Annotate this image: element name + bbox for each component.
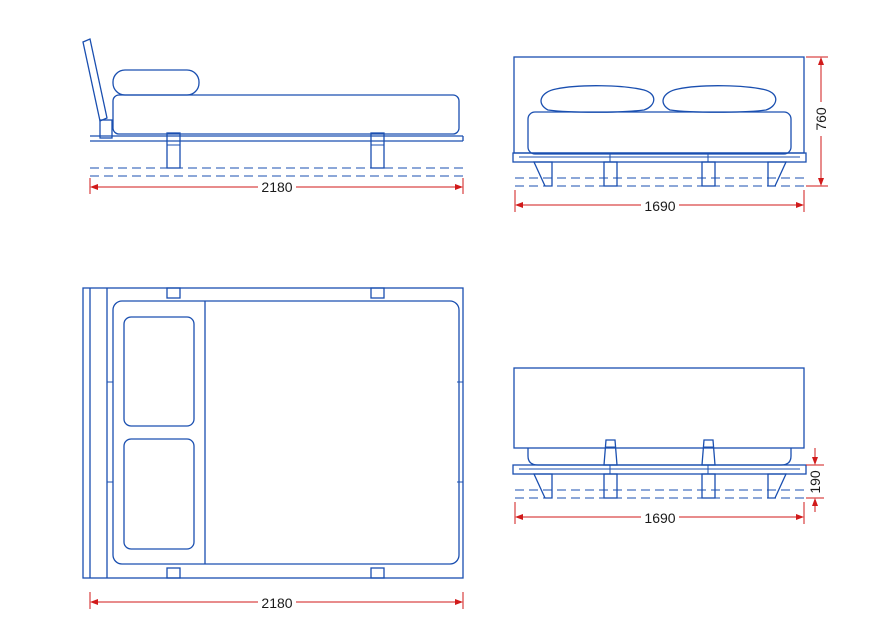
back-platform: [512, 464, 807, 475]
plan-length-dimension: 2180: [89, 592, 464, 611]
side-leg-left: [166, 132, 181, 169]
back-mattress-block: [513, 367, 805, 449]
plan-leg-bottom-left: [166, 567, 181, 579]
front-support-left: [532, 161, 553, 187]
front-platform: [512, 152, 807, 163]
back-width-dimension: 1690: [514, 502, 805, 526]
back-elevation-view: 1690 190: [512, 367, 824, 526]
front-width-dimension: 1690: [514, 190, 805, 214]
front-height-dimension: 760: [806, 56, 829, 187]
plan-view: 2180: [82, 287, 464, 611]
back-width-label: 1690: [644, 510, 675, 526]
front-mattress: [527, 111, 792, 155]
front-leg-middle-right: [701, 161, 716, 187]
back-support-left: [532, 473, 553, 499]
side-leg-right: [370, 132, 385, 169]
plan-leg-bottom-right: [370, 567, 385, 579]
side-pillow: [112, 69, 200, 96]
side-mattress: [112, 94, 460, 135]
front-height-label: 760: [813, 107, 829, 131]
back-leg-middle-right: [701, 473, 716, 499]
front-support-right: [767, 161, 788, 187]
plan-length-label: 2180: [261, 595, 292, 611]
plan-frame-outline: [82, 287, 464, 579]
plan-mattress: [112, 300, 460, 565]
side-headboard-bracket: [99, 119, 113, 139]
plan-pillow-top: [123, 316, 195, 427]
front-elevation-view: 1690 760: [512, 56, 829, 214]
side-elevation-view: 2180: [82, 38, 464, 195]
side-headboard: [82, 38, 108, 122]
back-height-dimension: 190: [806, 448, 824, 512]
front-pillow-left: [540, 85, 655, 113]
plan-leg-top-left: [166, 287, 181, 299]
plan-pillow-bottom: [123, 438, 195, 550]
back-connector-left: [603, 439, 618, 466]
front-width-label: 1690: [644, 198, 675, 214]
back-height-label: 190: [807, 470, 823, 494]
front-pillow-right: [662, 85, 777, 113]
back-leg-middle-left: [603, 473, 618, 499]
side-length-label: 2180: [261, 179, 292, 195]
plan-leg-top-right: [370, 287, 385, 299]
back-support-right: [767, 473, 788, 499]
back-connector-right: [701, 439, 716, 466]
front-headboard: [513, 56, 805, 154]
front-leg-middle-left: [603, 161, 618, 187]
side-length-dimension: 2180: [89, 178, 464, 195]
back-mattress-underside: [527, 448, 792, 466]
